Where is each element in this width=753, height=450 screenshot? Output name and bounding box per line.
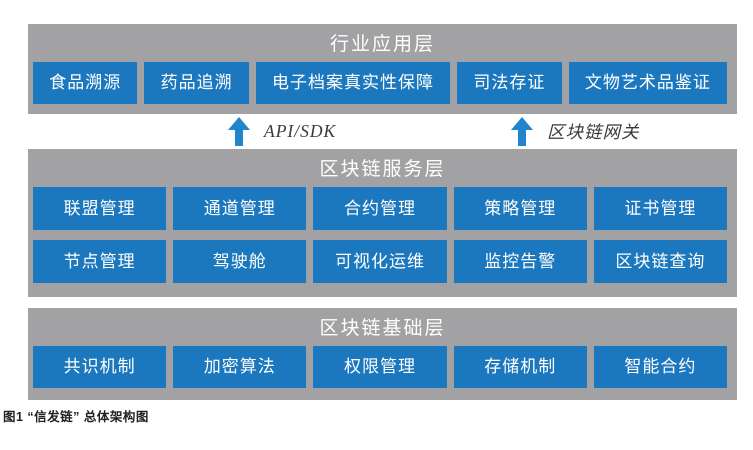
box-node-mgmt: 节点管理 [33,240,167,283]
box-visual-ops: 可视化运维 [313,240,447,283]
layer-gap [28,297,737,308]
box-channel-mgmt: 通道管理 [173,187,307,230]
box-certificate-mgmt: 证书管理 [593,187,728,230]
box-policy-mgmt: 策略管理 [453,187,587,230]
blockchain-gateway-label: 区块链网关 [547,122,640,142]
box-permission-mgmt: 权限管理 [313,346,447,388]
layer-title-foundation: 区块链基础层 [319,318,446,339]
layer-service: 区块链服务层 联盟管理 通道管理 合约管理 策略管理 证书管理 节点管理 驾驶舱… [28,149,737,297]
box-row-foundation: 共识机制 加密算法 权限管理 存储机制 智能合约 [28,346,737,388]
box-monitoring-alert: 监控告警 [453,240,587,283]
box-consensus: 共识机制 [33,346,167,388]
layer-title-application: 行业应用层 [329,34,435,55]
box-earchive-authenticity: 电子档案真实性保障 [255,62,451,104]
box-contract-mgmt: 合约管理 [313,187,447,230]
connector-row: API/SDK 区块链网关 [28,114,737,149]
blockchain-architecture-diagram: 行业应用层 食品溯源 药品追溯 电子档案真实性保障 司法存证 文物艺术品鉴证 A… [28,24,737,400]
box-row-service-1: 联盟管理 通道管理 合约管理 策略管理 证书管理 [28,187,737,230]
box-consortium-mgmt: 联盟管理 [33,187,167,230]
box-smart-contract: 智能合约 [593,346,728,388]
arrow-up-icon [511,117,533,146]
box-row-application: 食品溯源 药品追溯 电子档案真实性保障 司法存证 文物艺术品鉴证 [28,62,737,104]
figure-caption: 图1 “信发链” 总体架构图 [3,410,149,424]
box-drug-traceability: 药品追溯 [144,62,249,104]
layer-application: 行业应用层 食品溯源 药品追溯 电子档案真实性保障 司法存证 文物艺术品鉴证 [28,24,737,114]
box-row-service-2: 节点管理 驾驶舱 可视化运维 监控告警 区块链查询 [28,240,737,283]
connector-blockchain-gateway: 区块链网关 [511,117,640,146]
api-sdk-label: API/SDK [264,121,337,141]
box-artifact-authentication: 文物艺术品鉴证 [568,62,728,104]
box-judicial-deposit: 司法存证 [457,62,562,104]
box-cockpit: 驾驶舱 [173,240,307,283]
arrow-up-icon [228,117,250,146]
box-blockchain-query: 区块链查询 [593,240,728,283]
box-encryption: 加密算法 [173,346,307,388]
layer-title-service: 区块链服务层 [319,159,446,180]
box-storage: 存储机制 [453,346,587,388]
box-food-traceability: 食品溯源 [33,62,138,104]
connector-api-sdk: API/SDK [228,117,336,146]
layer-foundation: 区块链基础层 共识机制 加密算法 权限管理 存储机制 智能合约 [28,308,737,400]
